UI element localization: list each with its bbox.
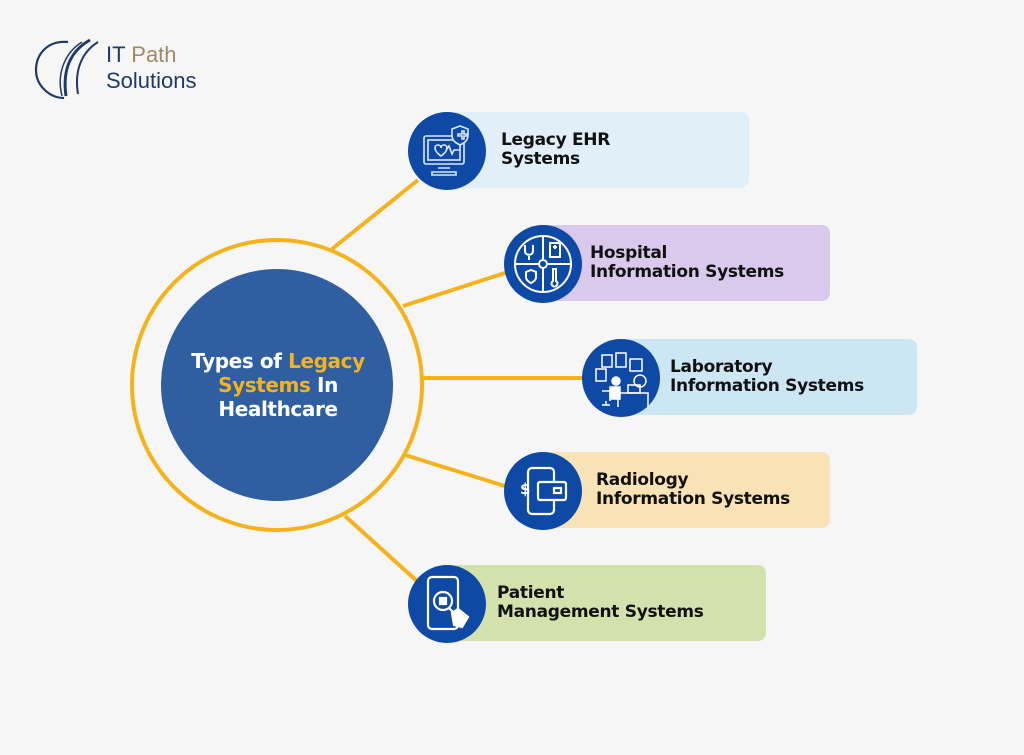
connector-line-2	[402, 270, 509, 308]
lab-worker-desk-icon	[582, 339, 660, 417]
logo-text: IT Path Solutions	[106, 42, 197, 94]
svg-text:$: $	[520, 480, 530, 498]
hospital-quadrant-icon	[504, 225, 582, 303]
connector-line-1	[330, 178, 420, 251]
tablet-search-hand-icon	[408, 565, 486, 643]
outer-ring	[130, 238, 424, 532]
phone-payment-card-icon: $	[504, 452, 582, 530]
connector-line-5	[343, 514, 420, 584]
monitor-heart-shield-icon	[408, 112, 486, 190]
logo-path: Path	[131, 42, 177, 67]
logo-it: IT	[106, 42, 132, 67]
logo-solutions: Solutions	[106, 68, 197, 93]
center-title: Types of Legacy Systems In Healthcare	[191, 349, 365, 421]
logo: IT Path Solutions	[34, 38, 234, 100]
logo-swoosh-icon	[34, 38, 99, 100]
center-circle	[161, 269, 393, 501]
connector-line-4	[404, 453, 509, 489]
